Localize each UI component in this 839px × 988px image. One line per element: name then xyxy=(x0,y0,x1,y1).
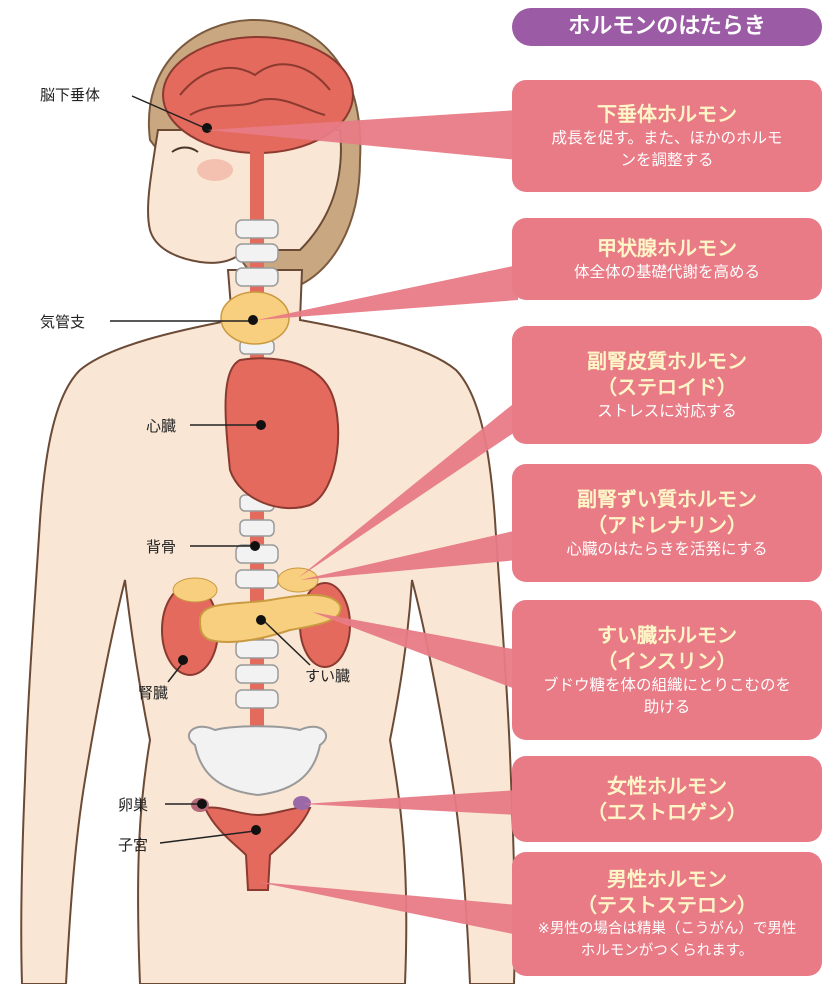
box-adrenal-cortex-hormone: 副腎皮質ホルモン （ステロイド） ストレスに対応する xyxy=(512,326,822,444)
hormone-desc: 体全体の基礎代謝を高める xyxy=(574,261,760,283)
box-female-hormone: 女性ホルモン （エストロゲン） xyxy=(512,756,822,842)
hormone-title: すい臓ホルモン xyxy=(597,622,737,648)
ovary-right xyxy=(293,796,311,810)
hormone-desc: 成長を促す。また、ほかのホルモンを調整する xyxy=(547,127,787,171)
box-male-hormone: 男性ホルモン （テストステロン） ※男性の場合は精巣（こうがん）で男性ホルモンが… xyxy=(512,852,822,976)
label-ovary: 卵巣 xyxy=(118,794,148,815)
box-thyroid-hormone: 甲状腺ホルモン 体全体の基礎代謝を高める xyxy=(512,218,822,300)
hormone-desc: ストレスに対応する xyxy=(597,400,737,422)
box-adrenal-medulla-hormone: 副腎ずい質ホルモン （アドレナリン） 心臓のはたらきを活発にする xyxy=(512,464,822,582)
title-banner: ホルモンのはたらき xyxy=(512,8,822,46)
label-pancreas: すい臓 xyxy=(305,665,350,686)
hormone-subtitle: （テストステロン） xyxy=(577,892,757,918)
hormone-title: 甲状腺ホルモン xyxy=(597,235,737,261)
box-pancreas-hormone: すい臓ホルモン （インスリン） ブドウ糖を体の組織にとりこむのを助ける xyxy=(512,600,822,740)
hormone-title: 下垂体ホルモン xyxy=(597,101,737,127)
label-trachea: 気管支 xyxy=(40,311,85,332)
hormone-subtitle: （アドレナリン） xyxy=(587,512,747,538)
heart xyxy=(226,358,339,508)
hormone-subtitle: （インスリン） xyxy=(597,648,737,674)
label-uterus: 子宮 xyxy=(118,834,148,855)
hormone-title: 男性ホルモン xyxy=(607,866,727,892)
hormone-title: 副腎皮質ホルモン xyxy=(587,348,747,374)
hormone-desc: ブドウ糖を体の組織にとりこむのを助ける xyxy=(542,674,792,718)
hormone-subtitle: （エストロゲン） xyxy=(587,799,747,825)
adrenal-left xyxy=(173,578,217,602)
label-spine: 背骨 xyxy=(146,536,176,557)
adrenal-right xyxy=(278,568,318,592)
label-kidney: 腎臓 xyxy=(138,682,168,703)
hormone-subtitle: （ステロイド） xyxy=(597,374,737,400)
label-pituitary: 脳下垂体 xyxy=(40,84,100,105)
label-heart: 心臓 xyxy=(146,415,176,436)
box-pituitary-hormone: 下垂体ホルモン 成長を促す。また、ほかのホルモンを調整する xyxy=(512,80,822,192)
hormone-desc: 心臓のはたらきを活発にする xyxy=(566,538,767,560)
hormone-title: 女性ホルモン xyxy=(607,773,727,799)
hormone-desc: ※男性の場合は精巣（こうがん）で男性ホルモンがつくられます。 xyxy=(532,918,802,962)
cheek xyxy=(197,159,233,181)
hormone-title: 副腎ずい質ホルモン xyxy=(577,486,757,512)
